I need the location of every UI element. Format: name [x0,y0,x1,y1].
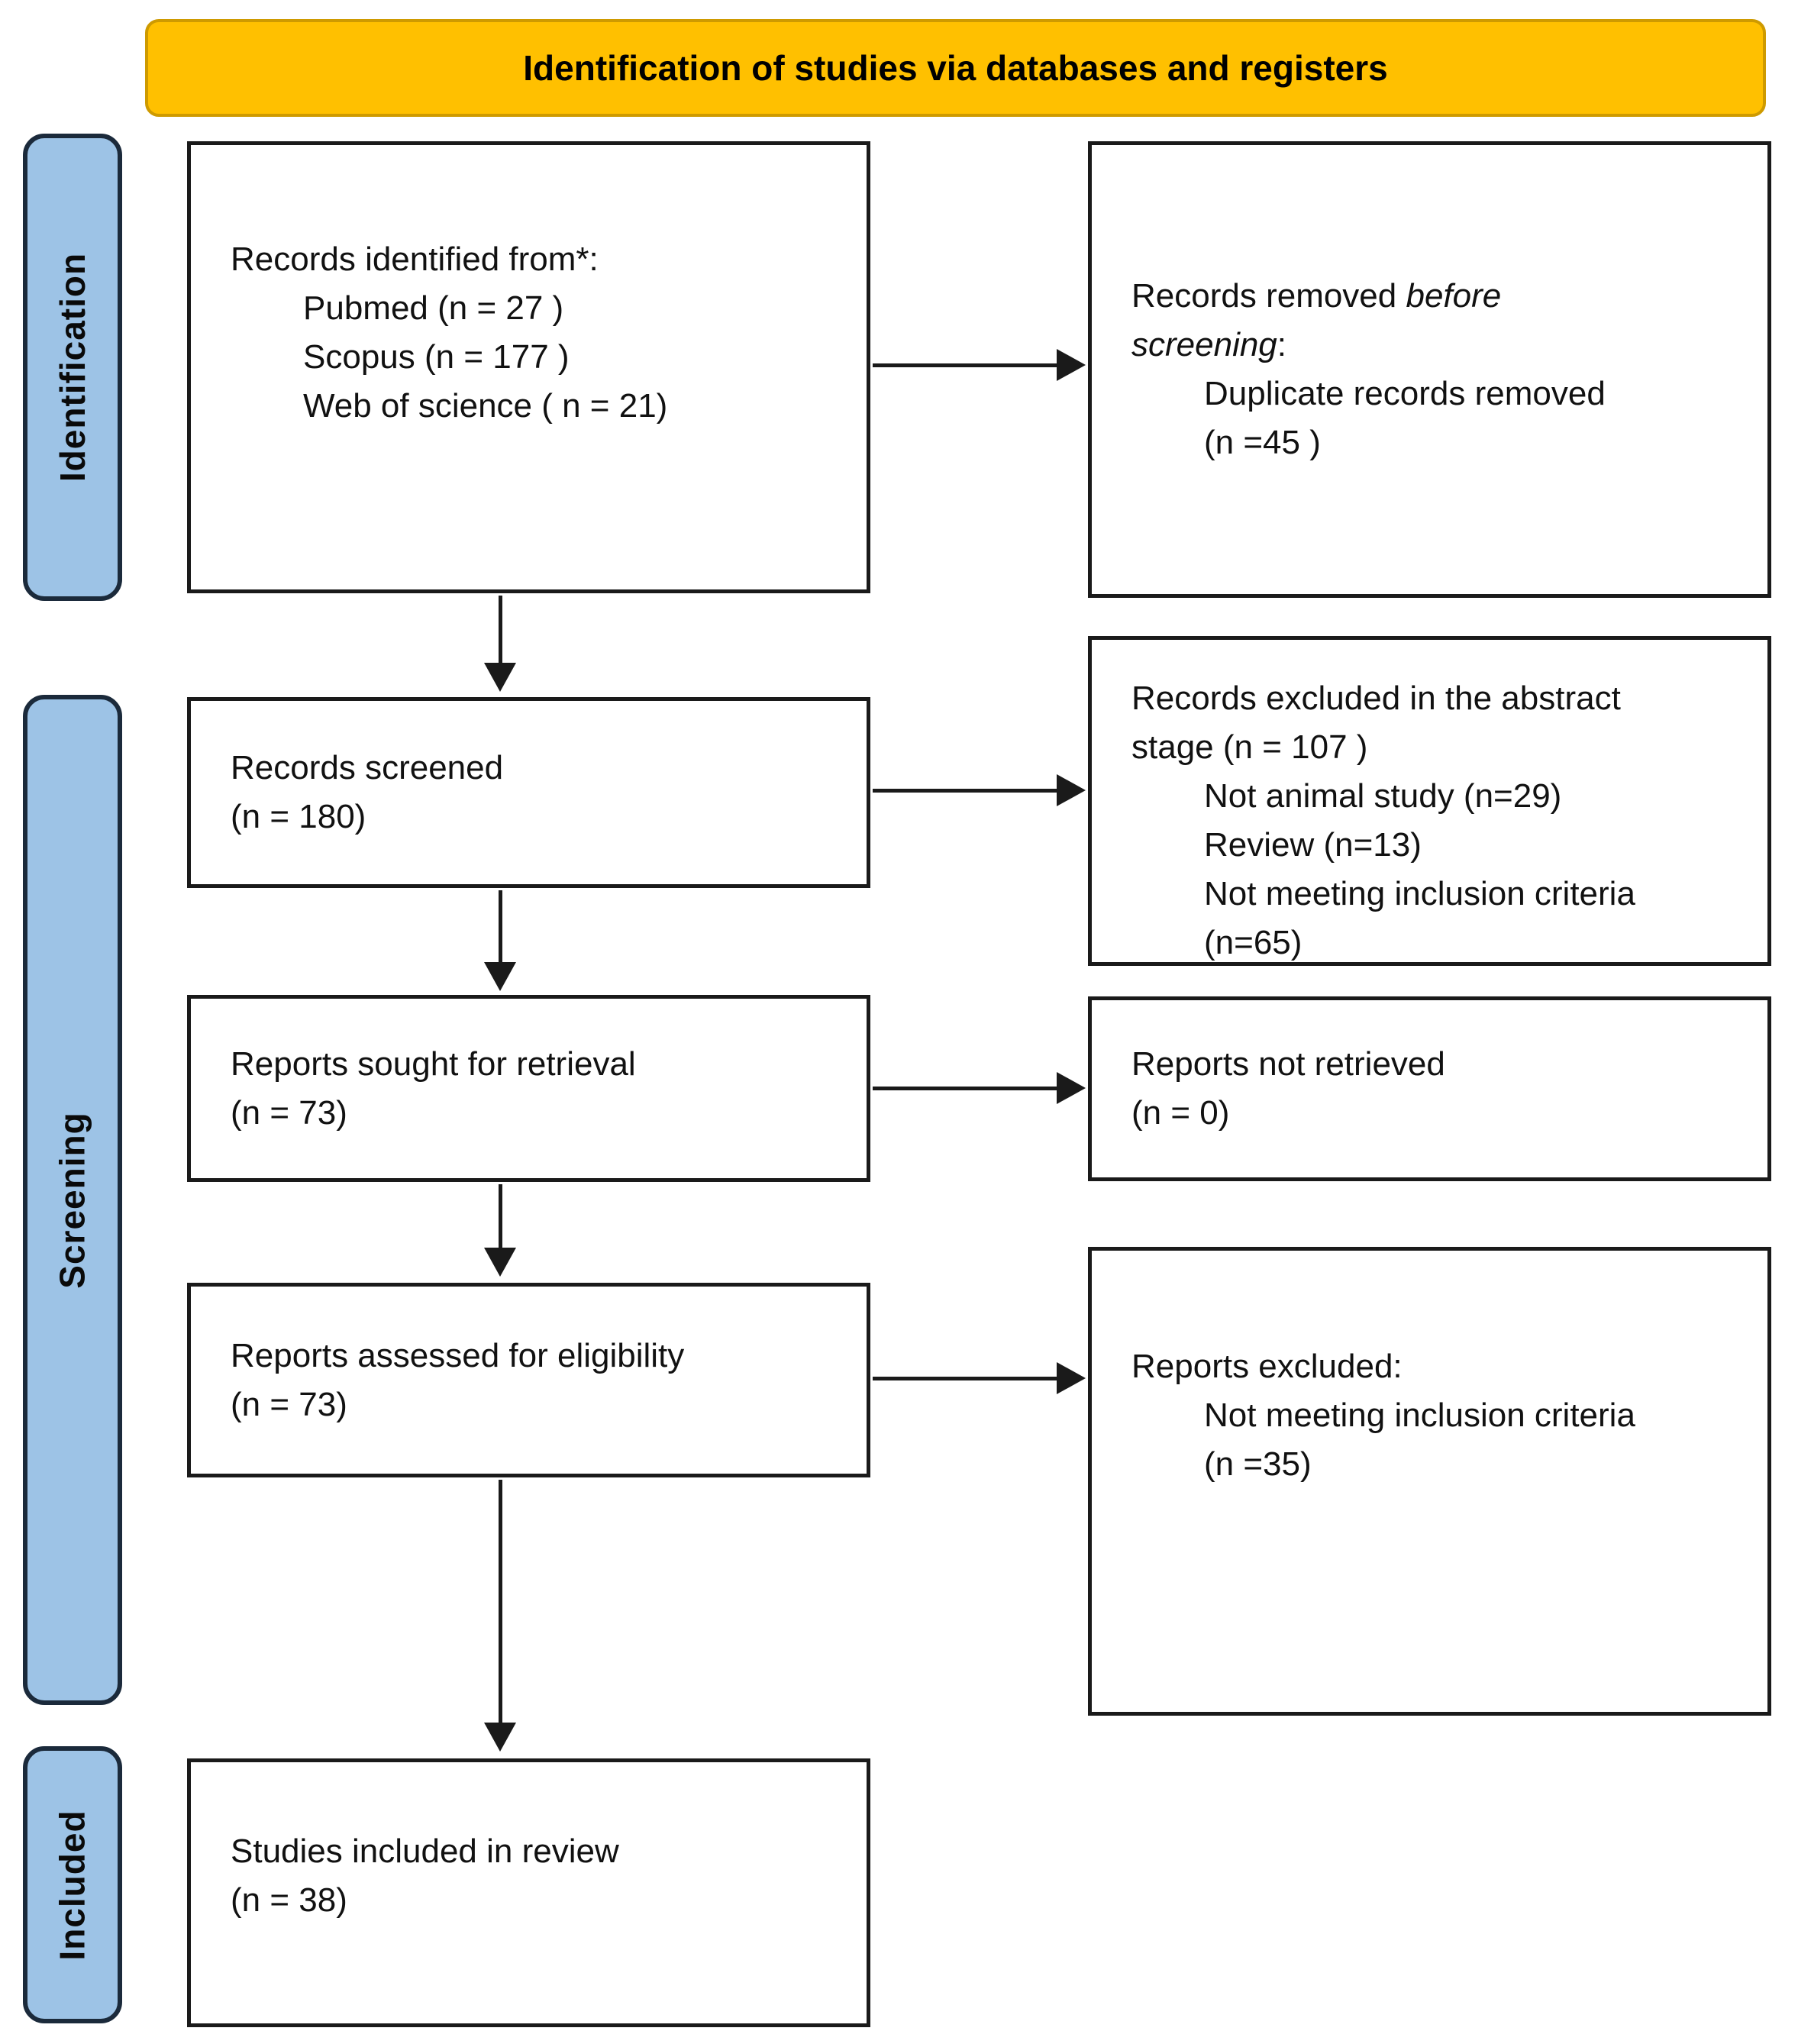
arrow-right-1-line [873,363,1057,367]
banner: Identification of studies via databases … [145,19,1766,117]
box-line: Not meeting inclusion criteria [1204,875,1635,912]
box-line: Not animal study (n=29) [1204,777,1562,815]
box-line: Records excluded in the abstract [1131,680,1621,717]
stage-label-identification-text: Identification [53,252,93,483]
stage-label-included: Included [23,1746,122,2023]
box-line: Studies included in review [231,1832,619,1870]
box-line: Pubmed (n = 27 ) [303,289,564,327]
box-line: Duplicate records removed [1204,375,1606,412]
box-line: Records identified from*: [231,241,599,278]
box-line: (n = 38) [231,1881,347,1919]
box-reports-excluded: Reports excluded: Not meeting inclusion … [1088,1247,1771,1716]
box-line: (n=65) [1204,924,1303,961]
arrow-right-1-head [1057,349,1086,381]
arrow-right-4-line [873,1377,1057,1380]
arrow-down-1-line [499,596,502,663]
box-line: stage (n = 107 ) [1131,728,1368,766]
stage-label-included-text: Included [53,1809,92,1961]
banner-title: Identification of studies via databases … [523,48,1388,88]
arrow-down-4-line [499,1480,502,1723]
stage-label-identification: Identification [23,134,122,601]
arrow-down-2-head [484,962,516,991]
arrow-right-2-head [1057,774,1086,806]
box-records-screened: Records screened (n = 180) [187,697,870,888]
box-line: Not meeting inclusion criteria [1204,1397,1635,1434]
arrow-down-3-head [484,1248,516,1277]
box-studies-included: Studies included in review (n = 38) [187,1758,870,2027]
box-line: (n = 180) [231,798,366,835]
box-line: Records removed before [1131,277,1502,315]
box-line: Scopus (n = 177 ) [303,338,570,376]
box-reports-sought: Reports sought for retrieval (n = 73) [187,995,870,1182]
box-line: (n = 73) [231,1385,347,1423]
arrow-down-1-head [484,663,516,692]
arrow-down-3-line [499,1184,502,1248]
arrow-down-4-head [484,1723,516,1752]
box-line: Records screened [231,749,504,786]
box-line: Reports sought for retrieval [231,1045,636,1083]
box-line: (n =35) [1204,1445,1312,1483]
box-line: (n = 73) [231,1093,347,1132]
box-reports-not-retrieved: Reports not retrieved (n = 0) [1088,996,1771,1181]
box-line: Reports excluded: [1131,1348,1403,1385]
box-line: Reports assessed for eligibility [231,1336,685,1374]
box-line: Web of science ( n = 21) [303,387,668,425]
box-line: Reports not retrieved [1131,1045,1445,1083]
box-records-excluded: Records excluded in the abstract stage (… [1088,636,1771,966]
arrow-right-3-line [873,1087,1057,1090]
box-line: Review (n=13) [1204,826,1422,864]
box-line: screening: [1131,326,1287,363]
stage-label-screening: Screening [23,695,122,1705]
arrow-right-3-head [1057,1072,1086,1104]
box-records-removed: Records removed before screening: Duplic… [1088,141,1771,598]
arrow-right-4-head [1057,1362,1086,1394]
box-records-identified: Records identified from*: Pubmed (n = 27… [187,141,870,593]
box-reports-assessed: Reports assessed for eligibility (n = 73… [187,1283,870,1477]
stage-label-screening-text: Screening [53,1111,93,1289]
box-line: (n = 0) [1131,1094,1230,1132]
arrow-down-2-line [499,890,502,962]
arrow-right-2-line [873,789,1057,793]
box-line: (n =45 ) [1204,424,1321,461]
